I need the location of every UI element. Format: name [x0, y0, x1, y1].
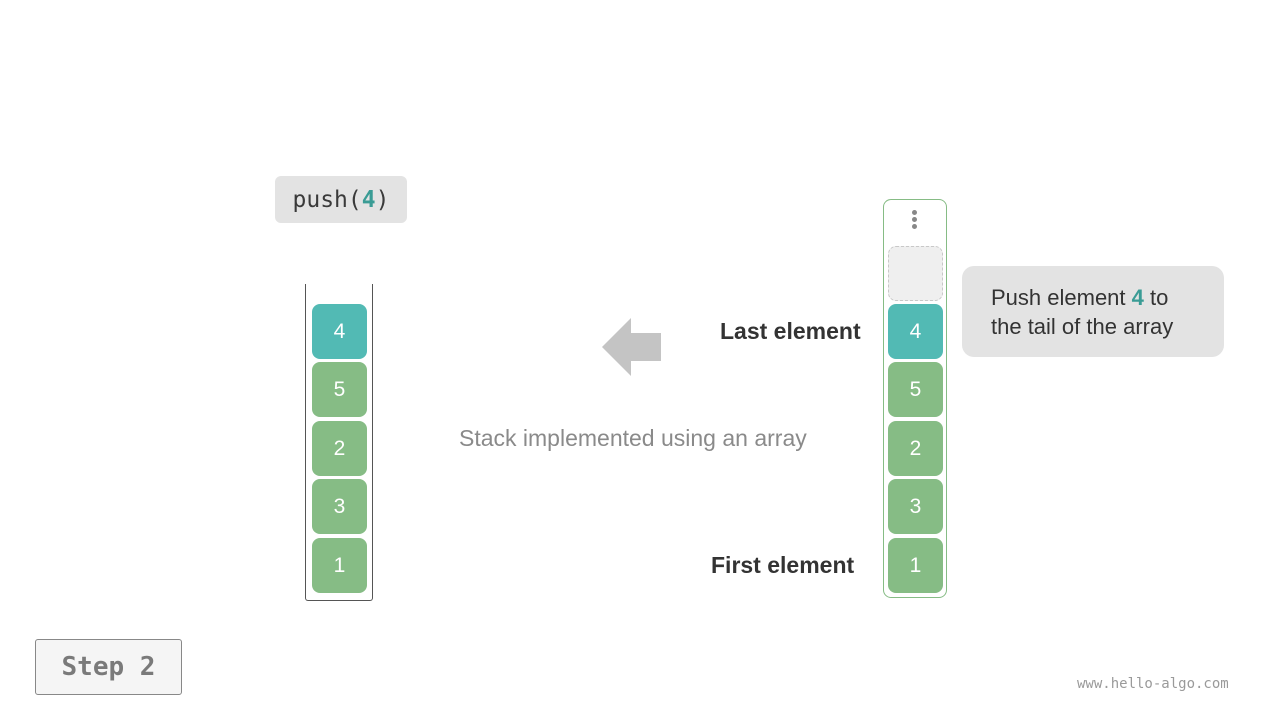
ellipsis-icon	[909, 210, 919, 229]
stack-cell: 3	[312, 479, 367, 534]
stack-cell: 4	[312, 304, 367, 359]
note-text-end: to the tail of the array	[991, 285, 1174, 339]
array-cell: 4	[888, 304, 943, 359]
diagram-caption: Stack implemented using an array	[459, 425, 807, 451]
array-cell: 2	[888, 421, 943, 476]
stack-container	[305, 284, 373, 601]
push-value: 4	[361, 186, 376, 213]
push-suffix: )	[375, 186, 390, 213]
stack-cell: 2	[312, 421, 367, 476]
array-cell: 5	[888, 362, 943, 417]
push-operation-label: push(4)	[275, 176, 407, 223]
empty-array-slot	[888, 246, 943, 301]
left-arrow-icon	[602, 318, 661, 376]
array-cell: 1	[888, 538, 943, 593]
array-cell: 3	[888, 479, 943, 534]
site-watermark: www.hello-algo.com	[1077, 676, 1229, 692]
note-callout: Push element 4 to the tail of the array	[962, 266, 1224, 357]
stack-cell: 1	[312, 538, 367, 593]
stack-cell: 5	[312, 362, 367, 417]
step-indicator: Step 2	[35, 639, 182, 695]
push-prefix: push(	[292, 186, 362, 213]
last-element-label: Last element	[720, 318, 861, 344]
first-element-label: First element	[711, 552, 855, 578]
note-text-start: Push element	[991, 285, 1132, 310]
array-container	[883, 199, 947, 598]
note-value: 4	[1131, 285, 1144, 310]
